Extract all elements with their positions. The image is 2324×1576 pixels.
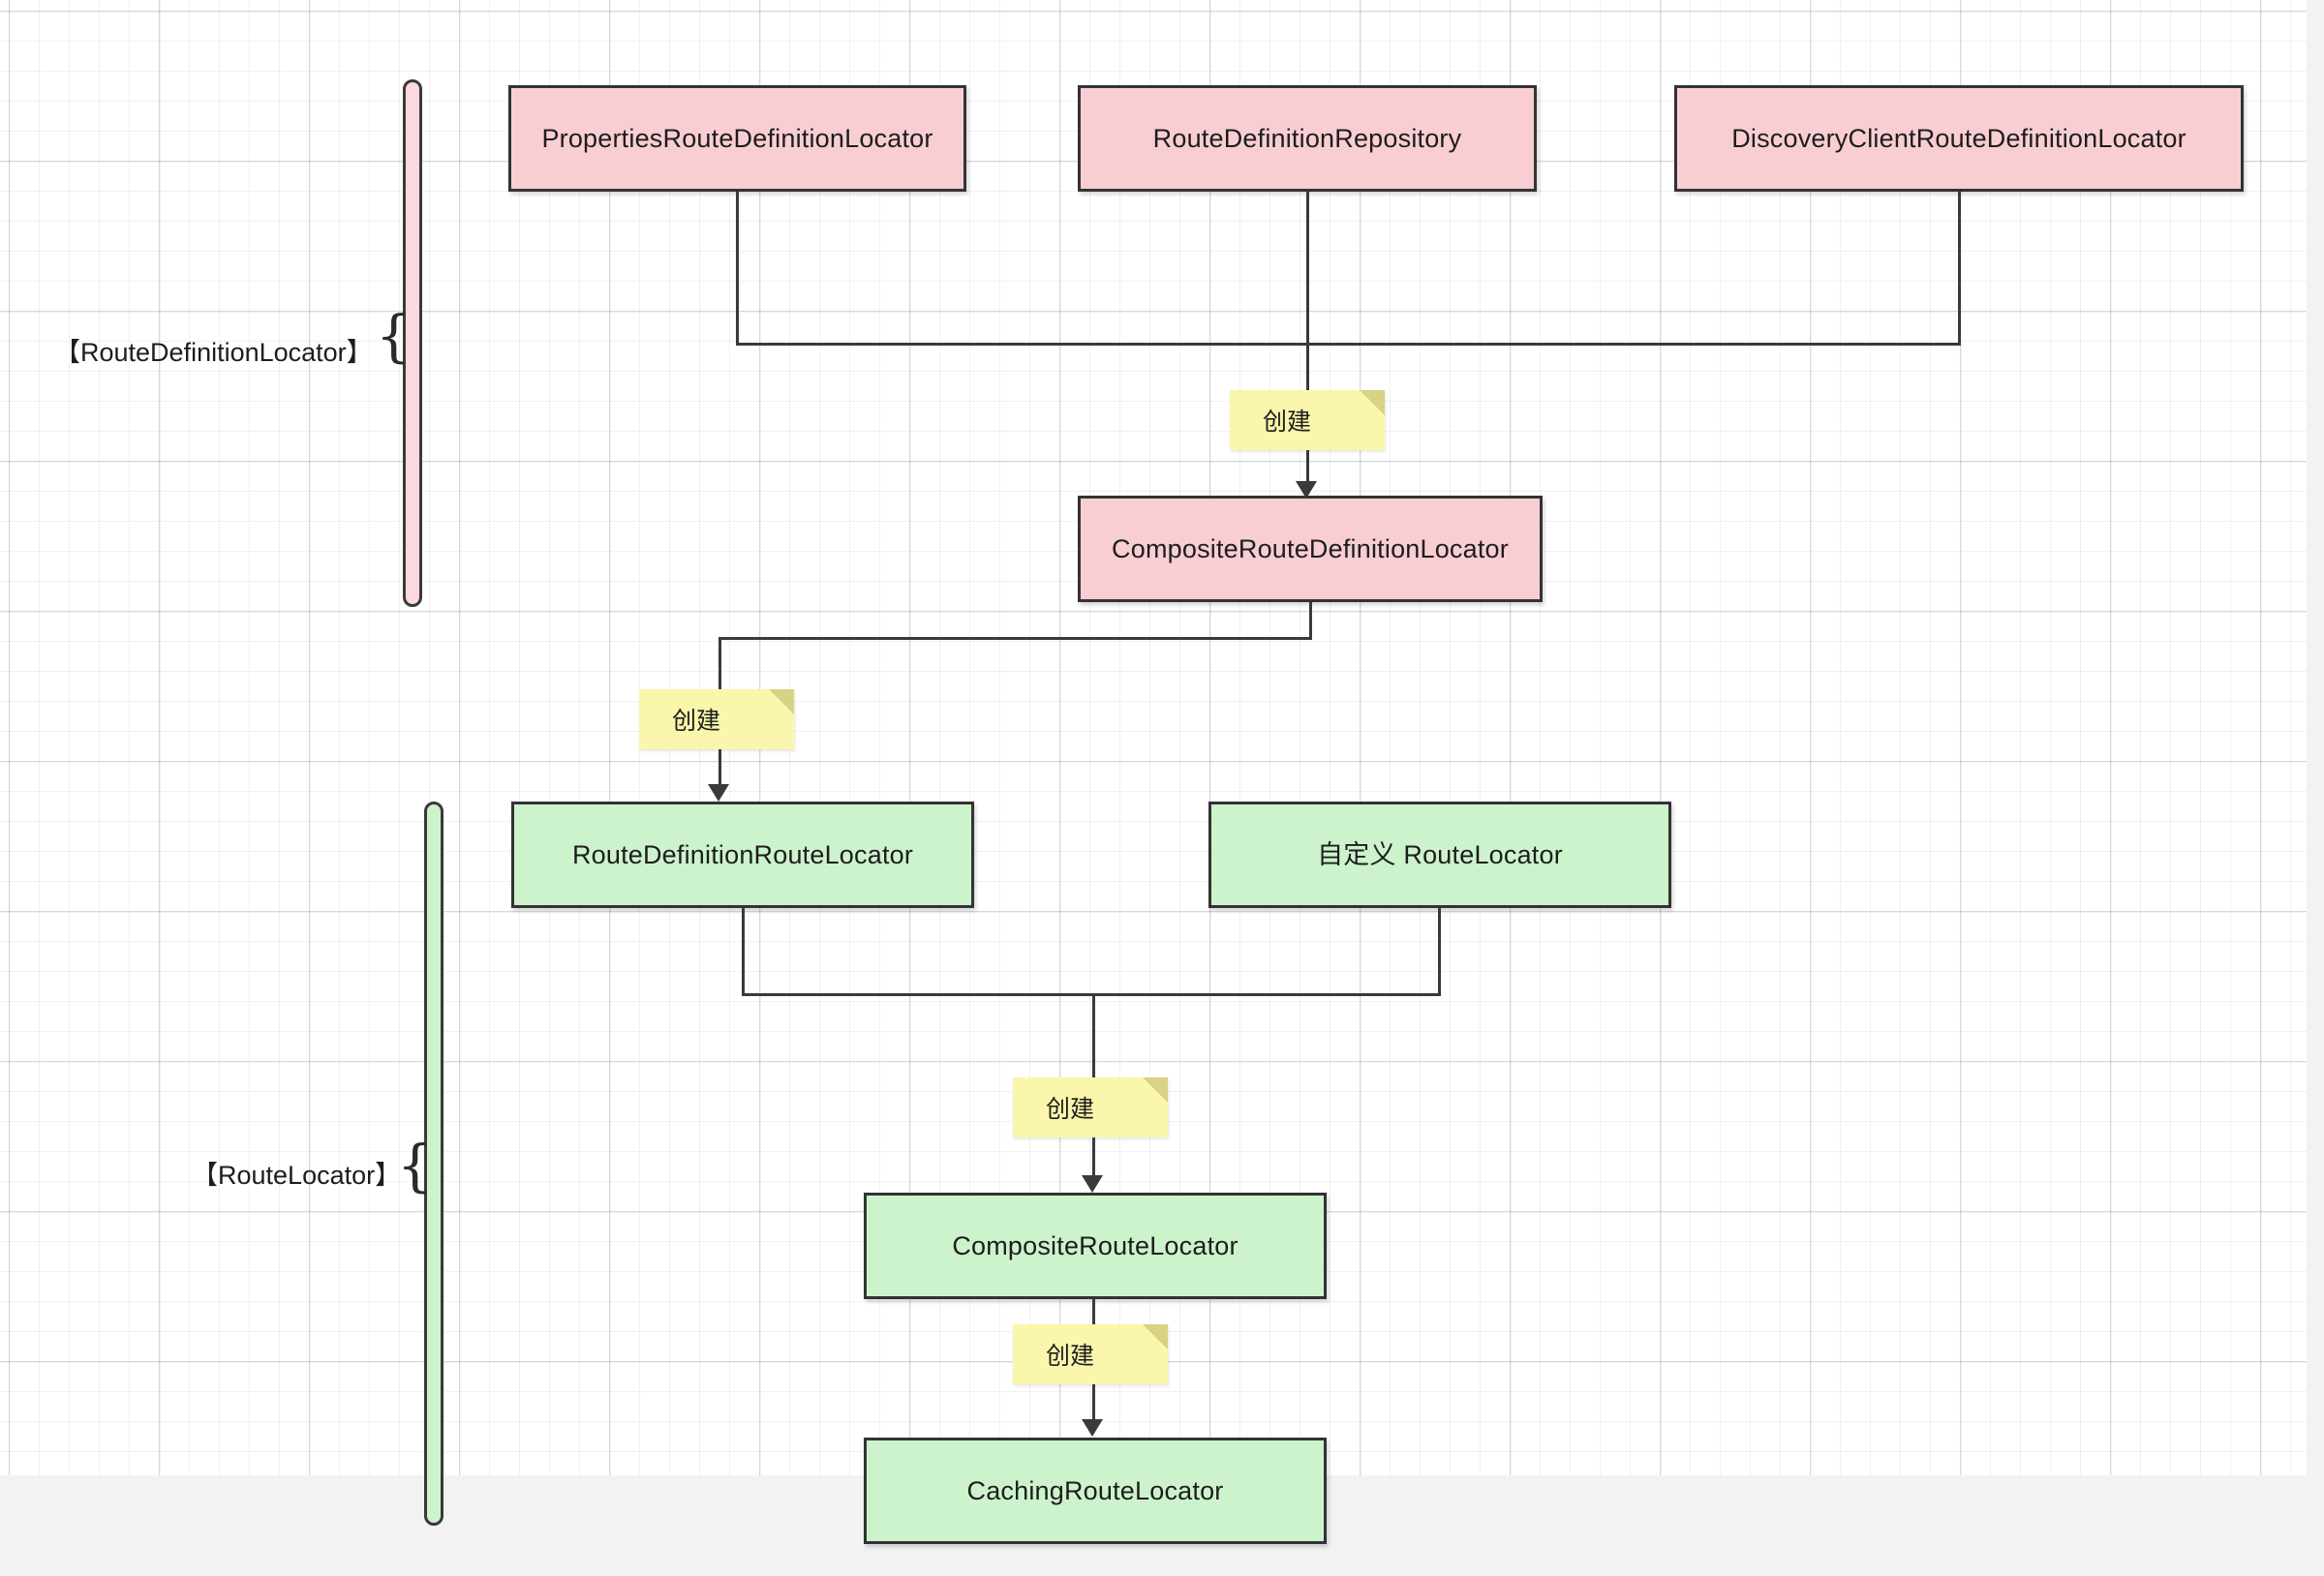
edge-into-route-definition-route-locator xyxy=(719,749,721,791)
node-label: CompositeRouteDefinitionLocator xyxy=(1112,533,1509,563)
group-brace-route-locator: { xyxy=(397,1133,433,1198)
edge-stem-custom-route-locator xyxy=(1438,908,1441,995)
note-fold-corner xyxy=(1143,1077,1168,1103)
node-composite-route-definition-locator[interactable]: CompositeRouteDefinitionLocator xyxy=(1078,496,1543,602)
note-fold-corner xyxy=(769,689,794,714)
node-label: CompositeRouteLocator xyxy=(952,1230,1238,1260)
edge-merge-drop-1 xyxy=(1306,343,1309,392)
edge-stem-composite-def-locator xyxy=(1309,602,1312,639)
group-label-route-definition-locator: 【RouteDefinitionLocator】 xyxy=(54,338,373,367)
canvas-right-margin xyxy=(2307,0,2324,1576)
note-create-1: 创建 xyxy=(1230,390,1385,450)
node-route-definition-repository[interactable]: RouteDefinitionRepository xyxy=(1078,85,1537,192)
note-fold-corner xyxy=(1143,1324,1168,1349)
node-label: RouteDefinitionRepository xyxy=(1152,123,1462,153)
edge-merge-drop-2 xyxy=(1092,993,1095,1090)
node-label: RouteDefinitionRouteLocator xyxy=(571,839,914,869)
edge-bus-route-locators xyxy=(742,993,1441,996)
group-bar-route-definition-locator xyxy=(403,79,422,607)
arrow-into-composite-route-locator xyxy=(1082,1175,1103,1193)
note-fold-corner xyxy=(1360,390,1385,415)
note-label: 创建 xyxy=(1263,409,1312,436)
edge-bend-to-route-definition-route-locator xyxy=(719,637,1312,640)
arrow-into-route-definition-route-locator xyxy=(708,784,729,802)
note-create-3: 创建 xyxy=(1013,1077,1168,1137)
edge-drop-to-note-2 xyxy=(719,637,721,697)
group-label-route-locator: 【RouteLocator】 xyxy=(192,1161,402,1190)
edge-stem-route-definition-route-locator xyxy=(742,908,745,995)
edge-into-composite-def-locator xyxy=(1306,450,1309,487)
node-caching-route-locator[interactable]: CachingRouteLocator xyxy=(864,1438,1327,1544)
note-create-4: 创建 xyxy=(1013,1324,1168,1384)
node-discovery-client-route-definition-locator[interactable]: DiscoveryClientRouteDefinitionLocator xyxy=(1674,85,2244,192)
node-label: CachingRouteLocator xyxy=(966,1475,1224,1505)
edge-stem-properties xyxy=(736,192,739,345)
node-composite-route-locator[interactable]: CompositeRouteLocator xyxy=(864,1193,1327,1299)
node-route-definition-route-locator[interactable]: RouteDefinitionRouteLocator xyxy=(511,802,974,908)
note-label: 创建 xyxy=(1046,1343,1095,1370)
note-label: 创建 xyxy=(672,708,721,735)
group-bar-route-locator xyxy=(424,802,443,1526)
group-brace-route-definition-locator: { xyxy=(376,303,412,369)
arrow-into-composite-def-locator xyxy=(1296,481,1317,499)
grid-background xyxy=(0,0,2307,1475)
node-label: DiscoveryClientRouteDefinitionLocator xyxy=(1731,123,2186,153)
edge-into-caching-route-locator xyxy=(1092,1384,1095,1425)
edge-into-composite-route-locator xyxy=(1092,1137,1095,1182)
edge-stem-composite-route-locator xyxy=(1092,1299,1095,1326)
node-label: 自定义 RouteLocator xyxy=(1317,839,1563,869)
node-properties-route-definition-locator[interactable]: PropertiesRouteDefinitionLocator xyxy=(508,85,966,192)
edge-stem-repository xyxy=(1306,192,1309,345)
note-label: 创建 xyxy=(1046,1096,1095,1123)
node-custom-route-locator[interactable]: 自定义 RouteLocator xyxy=(1208,802,1671,908)
arrow-into-caching-route-locator xyxy=(1082,1419,1103,1437)
edge-stem-discovery xyxy=(1958,192,1961,345)
note-create-2: 创建 xyxy=(639,689,794,749)
node-label: PropertiesRouteDefinitionLocator xyxy=(541,123,933,153)
edge-bus-route-definition-locators xyxy=(736,343,1961,346)
